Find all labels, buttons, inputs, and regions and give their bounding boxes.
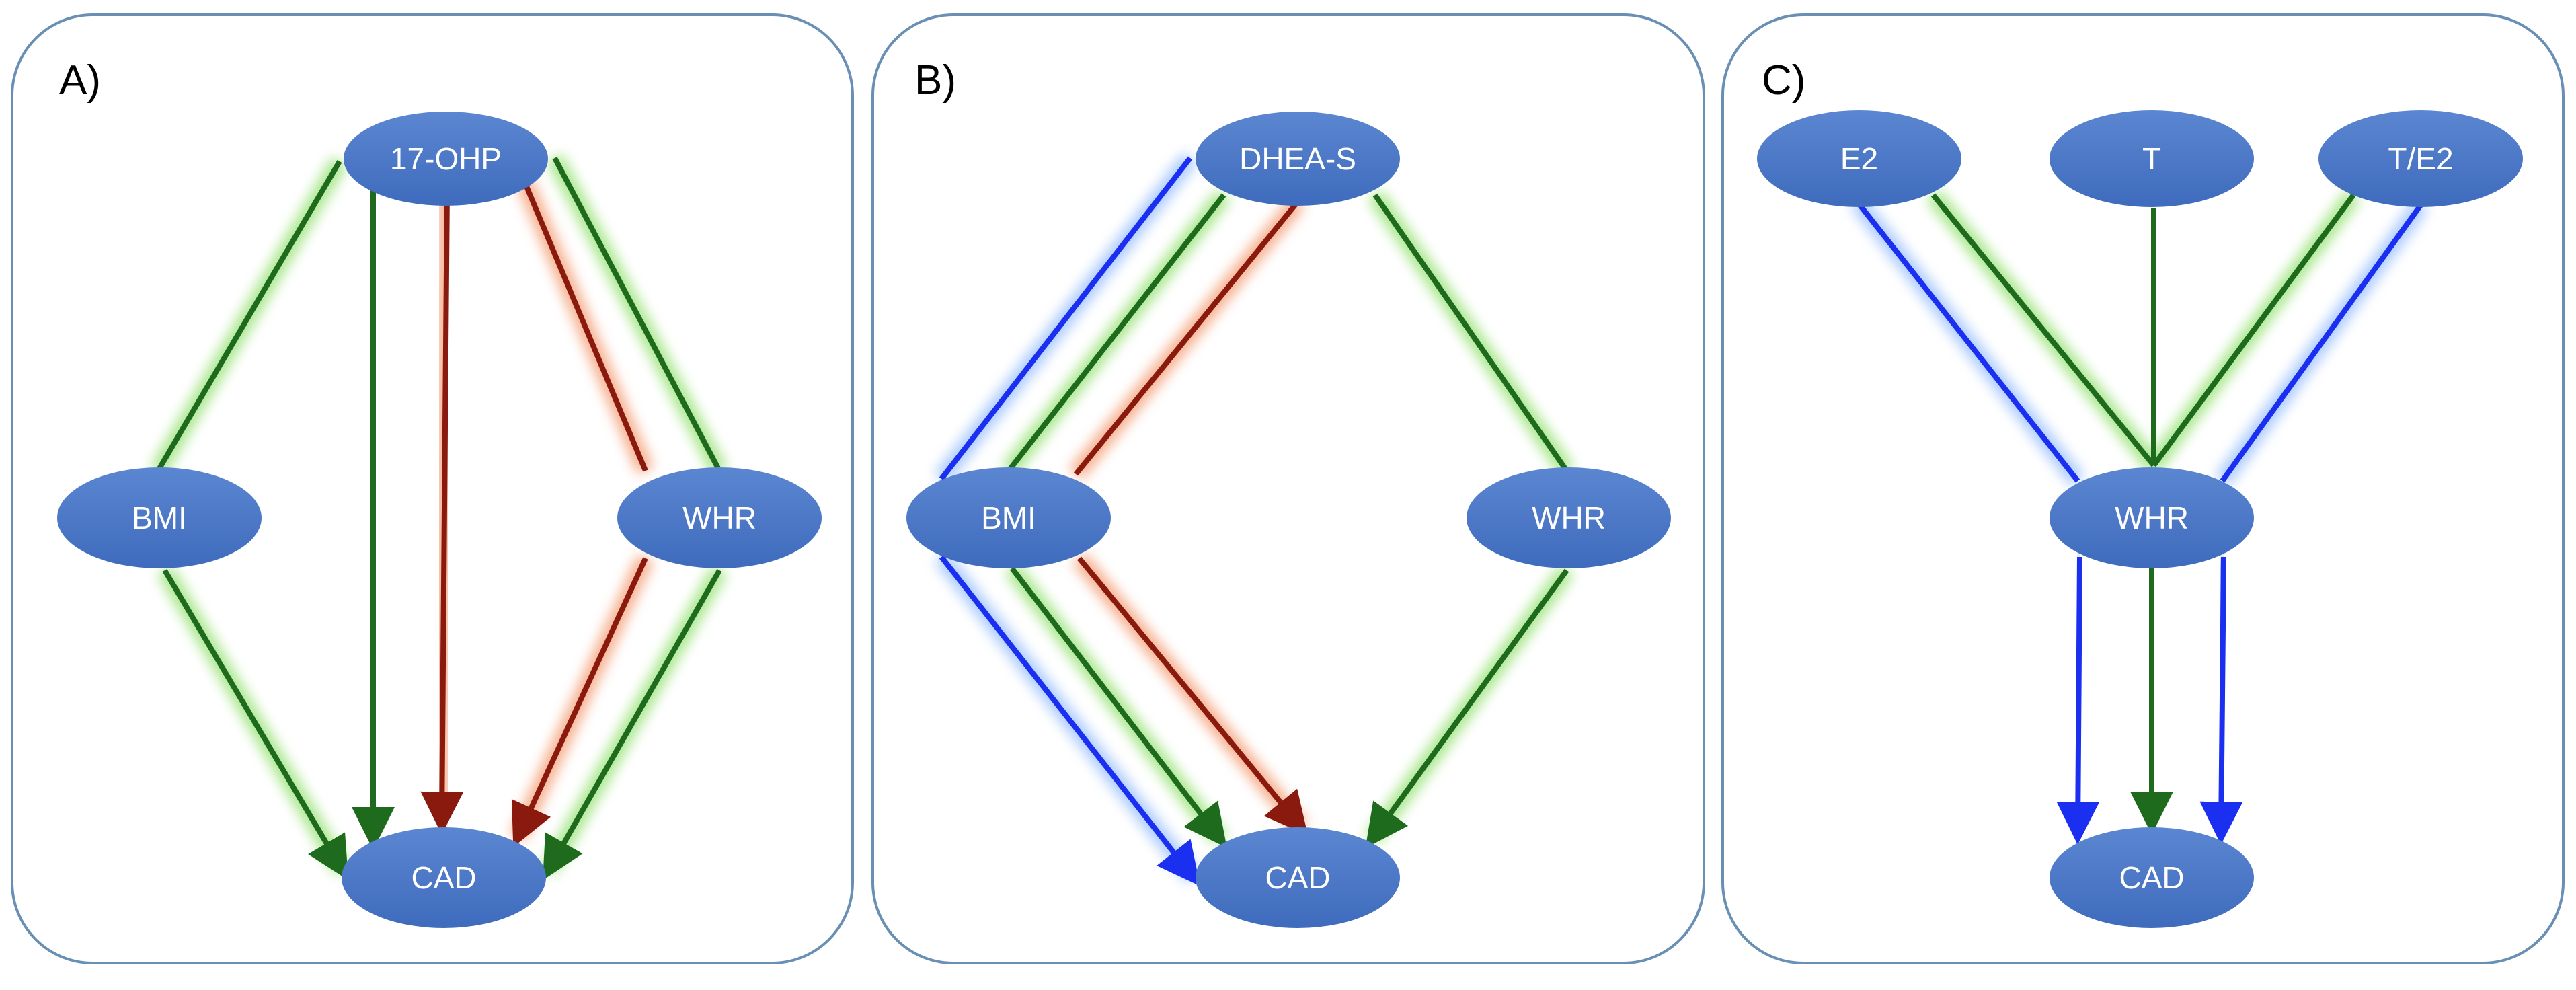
path-c-whr-cad-blue-left [2056, 556, 2100, 845]
path-a-17ohp-bmi-cad-line-2 [162, 568, 349, 880]
node-c-cad-label: CAD [2119, 860, 2184, 895]
node-b-bmi-label: BMI [981, 500, 1036, 535]
node-a-cad-label: CAD [411, 860, 476, 895]
path-c-te2-whr-blue [2220, 203, 2423, 483]
node-b-whr-label: WHR [1532, 500, 1606, 535]
node-a-bmi: BMI [57, 467, 262, 568]
node-c-e2-label: E2 [1840, 141, 1878, 176]
path-a-17ohp-whr-cad-red-line-1 [522, 180, 648, 472]
node-c-whr-label: WHR [2115, 500, 2189, 535]
path-c-e2-whr-blue [1855, 200, 2080, 483]
panel-a-label: A) [59, 57, 101, 104]
path-b-dheas-bmi-cad-red-line-1 [1073, 200, 1300, 476]
node-b-bmi: BMI [906, 467, 1111, 568]
node-c-te2-label: T/E2 [2388, 141, 2453, 176]
path-b-dheas-whr-cad-green-line-2 [1365, 568, 1569, 848]
node-c-cad: CAD [2050, 827, 2254, 928]
panel-c: C) E2 T [1721, 13, 2565, 964]
node-c-e2: E2 [1757, 110, 1961, 207]
path-a-17ohp-cad-red [420, 188, 464, 835]
node-c-t-label: T [2142, 141, 2161, 176]
panel-a-paths [155, 157, 722, 880]
path-b-dheas-bmi-cad-red-line-2 [1077, 556, 1309, 836]
node-b-cad-label: CAD [1265, 860, 1330, 895]
path-a-17ohp-whr-cad-green-line-1 [552, 157, 722, 472]
node-b-cad: CAD [1196, 827, 1400, 928]
path-c-e2-whr-green [1930, 193, 2156, 467]
panel-a: A) 17-OHP [11, 13, 854, 964]
node-a-whr: WHR [617, 467, 822, 568]
path-b-dheas-bmi-cad-green-line-1 [1006, 193, 1226, 473]
path-b-dheas-whr-cad-green-line-1 [1372, 193, 1569, 473]
node-b-dheas: DHEA-S [1196, 112, 1400, 206]
node-b-whr: WHR [1467, 467, 1671, 568]
node-a-cad: CAD [342, 827, 546, 928]
path-b-dheas-bmi-cad-green-line-2 [1009, 566, 1227, 848]
path-b-dheas-bmi-cad-blue-line-2 [939, 555, 1200, 886]
path-c-whr-cad-blue-right [2199, 556, 2243, 845]
path-a-17ohp-whr-cad-green-line-2 [543, 569, 722, 880]
node-a-bmi-label: BMI [132, 500, 187, 535]
path-a-17ohp-whr-cad-red-line-2 [511, 557, 648, 847]
panel-b-label: B) [914, 57, 956, 104]
node-b-dheas-label: DHEA-S [1239, 141, 1356, 176]
node-c-te2: T/E2 [2318, 110, 2523, 207]
panel-c-paths [1855, 193, 2423, 845]
path-b-dheas-bmi-cad-blue-line-1 [939, 156, 1193, 481]
panel-b: B) DHEA-S [871, 13, 1705, 964]
panel-b-paths [939, 156, 1569, 886]
node-a-17ohp-label: 17-OHP [390, 141, 502, 176]
node-c-t: T [2050, 110, 2254, 207]
panel-c-label: C) [1762, 57, 1805, 104]
path-c-te2-whr-green [2151, 193, 2356, 467]
node-a-17ohp: 17-OHP [344, 112, 548, 206]
path-a-17ohp-bmi-cad-line-1 [155, 159, 342, 473]
panel-a-border [11, 13, 854, 964]
node-c-whr: WHR [2050, 467, 2254, 568]
node-a-whr-label: WHR [682, 500, 756, 535]
